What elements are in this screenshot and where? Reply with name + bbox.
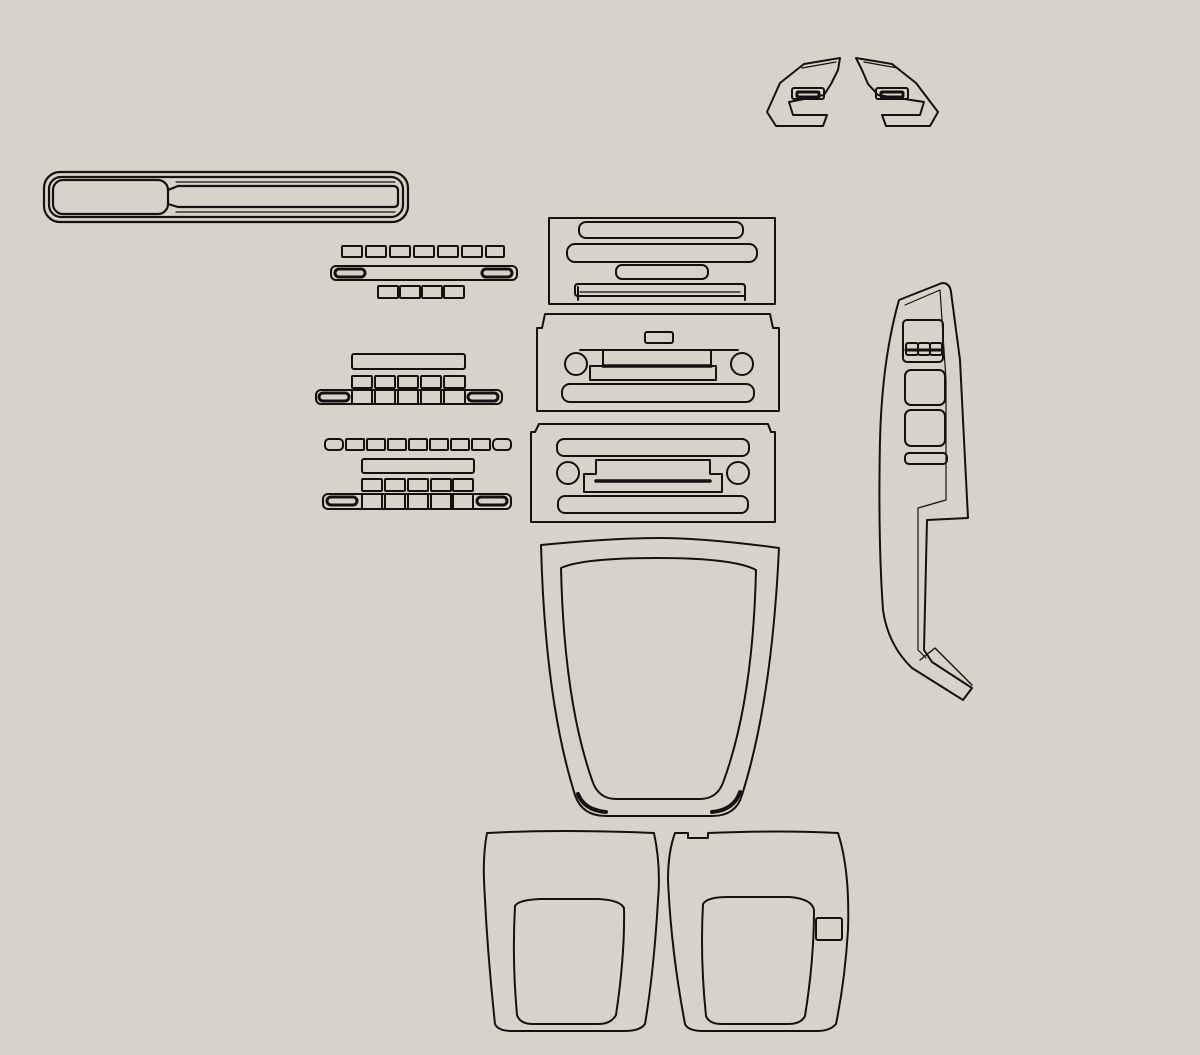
dash-trim-strip [42, 170, 410, 224]
button-trim-set-2 [315, 353, 503, 405]
door-window-switch-panel [878, 282, 973, 701]
radio-bezel-middle [536, 313, 780, 412]
line-art [42, 57, 973, 1032]
steering-wheel-trims [766, 57, 939, 127]
lower-console-right [667, 830, 850, 1032]
lower-console-left [482, 830, 660, 1032]
button-trim-set-1 [330, 245, 518, 299]
button-trim-set-3 [322, 438, 512, 510]
gear-shift-surround [540, 537, 780, 817]
radio-bezel-bottom [530, 423, 776, 523]
radio-bezel-top [548, 217, 776, 305]
